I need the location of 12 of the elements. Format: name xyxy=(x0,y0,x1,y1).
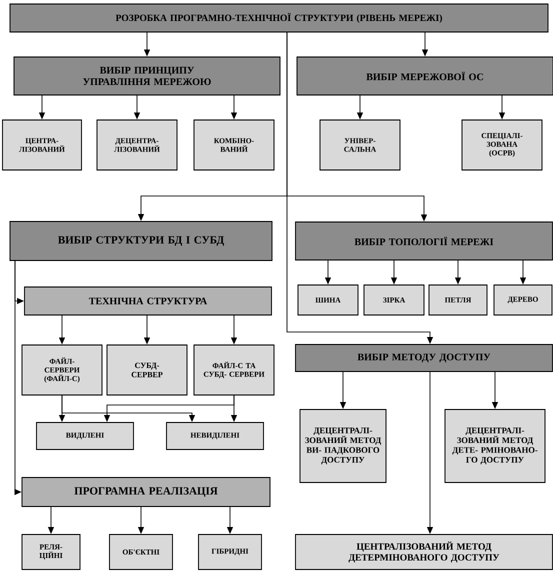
heading-box: ВИБІР ПРИНЦИПУ УПРАВЛІННЯ МЕРЕЖОЮ xyxy=(14,56,280,96)
heading-box: ВИБІР СТРУКТУРИ БД І СУБД xyxy=(10,221,272,261)
heading-box: ВИБІР МЕРЕЖОВОЇ ОС xyxy=(296,56,553,96)
option-box: ЦЕНТРАЛІЗОВАНИЙ МЕТОД ДЕТЕРМІНОВАНОГО ДОСТУПУ xyxy=(295,534,553,570)
heading-box: ВИБІР ТОПОЛОГІЇ МЕРЕЖІ xyxy=(295,222,553,260)
heading-box: ВИБІР МЕТОДУ ДОСТУПУ xyxy=(295,344,553,372)
heading-box: ТЕХНІЧНА СТРУКТУРА xyxy=(24,286,272,316)
option-box: ДЕЦЕНТРАЛІ- ЗОВАНИЙ МЕТОД ВИ- ПАДКОВОГО ДОСТУПУ xyxy=(300,409,386,483)
heading-box: РОЗРОБКА ПРОГРАМНО-ТЕХНІЧНОЇ СТРУКТУРИ (РІВЕНЬ МЕРЕЖІ) xyxy=(10,4,548,32)
option-box: ДЕЦЕНТРАЛІ- ЗОВАНИЙ МЕТОД ДЕТЕ- РМІНОВАНО- ГО ДОСТУПУ xyxy=(444,409,546,483)
heading-box: ПРОГРАМНА РЕАЛІЗАЦІЯ xyxy=(22,477,270,507)
option-box: СУБД- СЕРВЕР xyxy=(106,344,188,396)
